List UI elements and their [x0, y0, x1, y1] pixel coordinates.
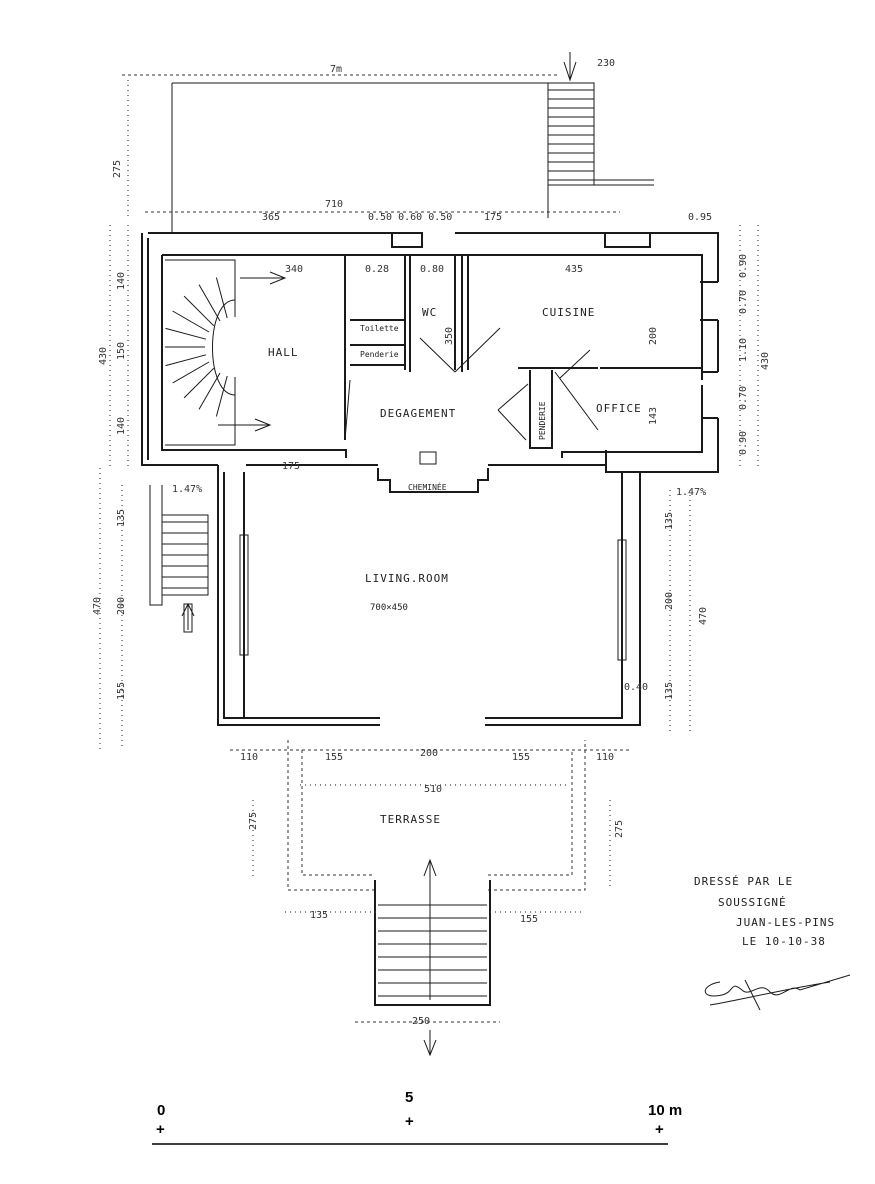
stair-tread: [172, 310, 210, 333]
scale-bar: 0 5 10 m + + +: [152, 1089, 682, 1145]
dim-140-b: 140: [116, 417, 127, 435]
dim-040: 0.40: [624, 682, 648, 693]
dim-430-right: 430: [760, 352, 771, 370]
room-label-wc: WC: [422, 306, 437, 319]
dim-slope-left: 1.47%: [172, 484, 202, 495]
dim-r090a: 0.90: [738, 254, 749, 278]
scale-tick-5: +: [405, 1113, 414, 1130]
dim-r090b: 0.90: [738, 431, 749, 455]
stair-tread: [183, 367, 215, 399]
room-label-cuisine: CUISINE: [542, 306, 595, 319]
dim-bottom-110-left: 110: [240, 752, 258, 763]
room-label-penderie-small: Penderie: [360, 350, 399, 359]
dim-135-right: 135: [664, 512, 675, 530]
dim-028: 0.28: [365, 264, 389, 275]
room-label-cheminee: CHEMINÉE: [408, 481, 447, 492]
dim-250: 250: [412, 1016, 430, 1027]
dim-200-kitchen: 200: [648, 327, 659, 345]
dim-175-top: 175: [484, 212, 502, 223]
dim-340: 340: [285, 264, 303, 275]
scale-tick-10: +: [655, 1121, 664, 1138]
dim-135-stair: 135: [310, 910, 328, 921]
dim-470-left: 470: [92, 597, 103, 615]
dim-470-right: 470: [698, 607, 709, 625]
dimension-lines: [99, 225, 759, 913]
dim-430-left: 430: [98, 347, 109, 365]
scale-label-5: 5: [405, 1089, 413, 1106]
dim-200-right: 200: [664, 592, 675, 610]
dim-150: 150: [116, 342, 127, 360]
drafter-note: DRESSÉ PAR LE SOUSSIGNÉ JUAN-LES-PINS LE…: [694, 875, 851, 1011]
top-yard: [122, 74, 620, 232]
room-label-hall: HALL: [268, 346, 299, 359]
dim-095: 0.95: [688, 212, 712, 223]
front-stair: [355, 858, 500, 1057]
room-label-living-size: 700×450: [370, 603, 408, 613]
scale-label-0: 0: [157, 1102, 165, 1119]
signature-scribble: [704, 974, 851, 1011]
dimension-labels: 7m 230 275 710 365 0.50 0.60 0.50 175 0.…: [92, 58, 771, 1027]
dim-bottom-155-left: 155: [325, 752, 343, 763]
dim-135-left: 135: [116, 509, 127, 527]
room-label-toilette: Toilette: [360, 324, 399, 333]
dim-7m: 7m: [330, 64, 342, 75]
stair-tread: [172, 361, 210, 384]
dim-365: 365: [262, 212, 280, 223]
room-label-degagement: DEGAGEMENT: [380, 407, 456, 420]
stair-tread: [215, 277, 228, 319]
stair-tread: [165, 327, 207, 340]
dim-275-terrace-right: 275: [614, 820, 625, 838]
dim-710: 710: [325, 199, 343, 210]
dim-r070a: 0.70: [738, 290, 749, 314]
living-room-walls: [217, 464, 641, 726]
stair-tread: [165, 354, 207, 367]
note-line-4: LE 10-10-38: [742, 935, 826, 948]
dim-080: 0.80: [420, 264, 444, 275]
dim-slope-right: 1.47%: [676, 487, 706, 498]
stair-tread: [183, 295, 215, 327]
left-exterior-stair: [149, 485, 209, 633]
room-label-office: OFFICE: [596, 402, 642, 415]
dim-155-stair: 155: [520, 914, 538, 925]
dim-bottom-155-right: 155: [512, 752, 530, 763]
dim-bottom-200: 200: [420, 748, 438, 759]
dim-135-right-2: 135: [664, 682, 675, 700]
dim-143: 143: [648, 407, 659, 425]
dim-155-left: 155: [116, 682, 127, 700]
scale-tick-0: +: [156, 1121, 165, 1138]
room-label-penderie: PENDERIE: [538, 401, 547, 440]
stair-tread: [215, 375, 228, 417]
dim-bottom-110-right: 110: [596, 752, 614, 763]
room-labels: HALL WC CUISINE Toilette Penderie DEGAGE…: [268, 306, 642, 826]
note-line-1: DRESSÉ PAR LE: [694, 875, 793, 888]
dim-140-a: 140: [116, 272, 127, 290]
dim-r110: 1.10: [738, 338, 749, 362]
house-walls: [141, 232, 719, 473]
terrace: [230, 740, 630, 891]
dim-435: 435: [565, 264, 583, 275]
scale-label-10: 10 m: [648, 1102, 682, 1119]
top-exterior-stair: [547, 52, 654, 186]
stair-tread: [198, 284, 221, 322]
dim-275-terrace-left: 275: [248, 812, 259, 830]
dim-350: 350: [444, 327, 455, 345]
note-line-3: JUAN-LES-PINS: [736, 916, 835, 929]
hall-stair: [165, 259, 287, 446]
interior-partitions: [344, 255, 702, 449]
dim-230: 230: [597, 58, 615, 69]
dim-510: 510: [424, 784, 442, 795]
room-label-living: LIVING.ROOM: [365, 572, 449, 585]
dim-200-left: 200: [116, 597, 127, 615]
stair-tread: [198, 372, 221, 410]
dim-175-mid: 175: [282, 461, 300, 472]
note-line-2: SOUSSIGNÉ: [718, 896, 787, 909]
dim-275-top: 275: [112, 160, 123, 178]
dim-r070b: 0.70: [738, 386, 749, 410]
room-label-terrasse: TERRASSE: [380, 813, 441, 826]
fireplace: [377, 451, 489, 493]
dim-small-row: 0.50 0.60 0.50: [368, 212, 452, 223]
